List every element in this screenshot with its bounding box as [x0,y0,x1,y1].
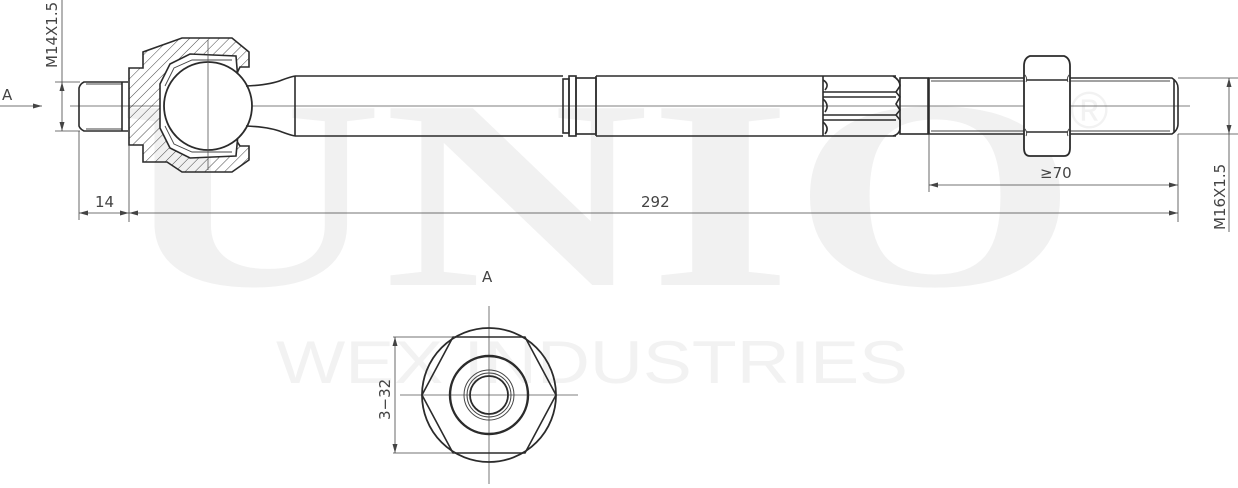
watermark-company: WEX INDUSTRIES [276,329,908,396]
section-view-label: A [482,268,493,286]
watermark-brand: UNIO [118,45,1078,344]
thread-outer-circle [463,369,515,421]
watermark: UNIO ® WEX INDUSTRIES [118,45,1108,396]
view-arrow-label: A [2,86,13,104]
inner-shaft [245,75,929,137]
dim-stud-length: 14 [95,193,114,211]
thread-inner-circle [469,375,509,415]
dim-overall-length: 292 [641,193,670,211]
dim-thread-length: ≥70 [1040,164,1072,182]
hex-outline [421,336,557,454]
jam-nut [1023,55,1071,157]
shaft-circle [448,354,530,436]
ball-joint-housing [128,37,253,173]
dimensions: A M14X1.5 14 292 ≥70 M16X1.5 [0,0,1238,232]
watermark-registered-icon: ® [1070,82,1108,140]
dim-right-thread: M16X1.5 [1211,164,1229,230]
dim-left-thread: M14X1.5 [43,2,61,68]
left-threaded-stud [78,81,128,132]
dim-hex-size: 3−32 [376,379,394,420]
wrench-flats [822,75,901,137]
end-view-a: A 3−32 [376,268,578,484]
side-view [70,37,1190,173]
